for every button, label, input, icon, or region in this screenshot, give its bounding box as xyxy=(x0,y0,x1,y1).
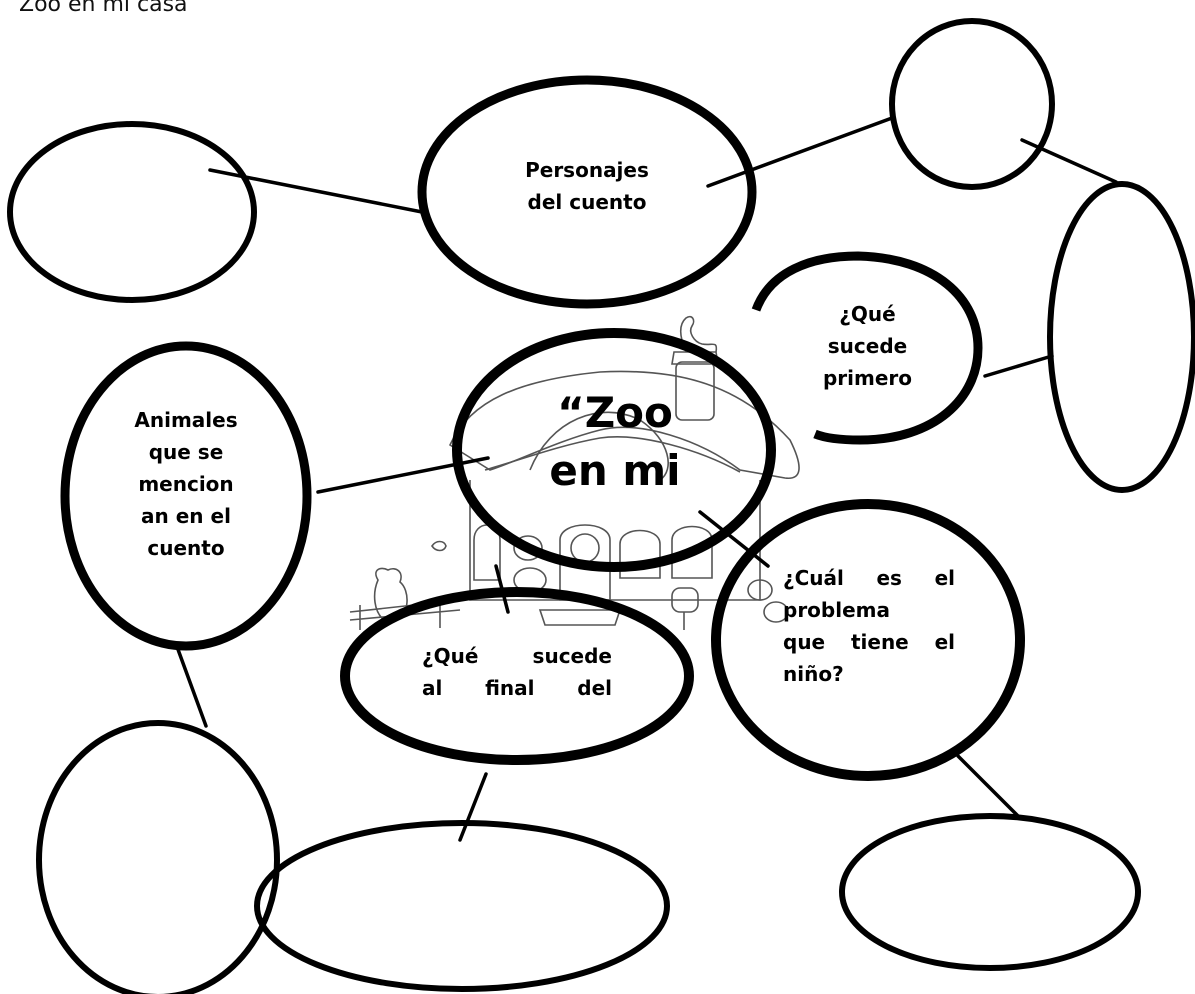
house-roof-edge xyxy=(484,436,741,473)
house-chimney xyxy=(675,361,715,421)
label-personajes: Personajes del cuento xyxy=(497,154,677,218)
swan-sketch xyxy=(679,315,718,353)
bubble-top-left-empty xyxy=(7,121,257,303)
dog-sketch xyxy=(373,567,408,621)
connector-center-problema xyxy=(698,510,770,568)
label-animales-line1: Animales xyxy=(134,408,238,432)
label-final-line2: al final del xyxy=(422,676,612,700)
stone xyxy=(747,579,773,601)
label-animales-line5: cuento xyxy=(147,536,225,560)
bubbles xyxy=(7,18,1195,994)
bubble-bottom-right-empty xyxy=(839,813,1141,971)
bird-sketch xyxy=(431,540,447,552)
house-door xyxy=(559,524,611,601)
bubble-animales xyxy=(60,341,312,651)
label-center-line2: en mi xyxy=(549,446,681,495)
bubble-bottom-middle-empty xyxy=(254,820,670,992)
label-primero-line2: sucede xyxy=(827,334,908,358)
connector-personajes-topright xyxy=(706,116,894,188)
stone xyxy=(513,535,543,561)
label-animales-line2: que se xyxy=(148,440,224,464)
label-animales-line3: mencion xyxy=(138,472,234,496)
label-final-line1: ¿Qué sucede xyxy=(422,644,612,668)
label-problema-line3: que tiene el xyxy=(783,630,955,654)
label-primero-line3: primero xyxy=(822,366,913,390)
bubble-personajes xyxy=(417,75,757,309)
mailbox xyxy=(671,587,699,613)
door-window xyxy=(570,533,600,563)
label-final: ¿Qué sucede al final del xyxy=(422,640,612,704)
bubble-bottom-left-empty xyxy=(36,720,280,994)
label-animales-line4: an en el xyxy=(141,504,231,528)
house-roof xyxy=(448,370,800,479)
bubble-top-right-empty xyxy=(889,18,1055,190)
window-mid xyxy=(619,529,661,579)
bubble-center xyxy=(452,328,776,572)
connector-problema-bottomright xyxy=(956,754,1022,820)
connector-topright-righttall xyxy=(1020,138,1118,184)
label-problema-line1: ¿Cuál es el xyxy=(783,566,955,590)
label-center-title: “Zoo en mi xyxy=(510,384,720,500)
label-problema: ¿Cuál es el problema que tiene el niño? xyxy=(783,562,955,690)
label-primero-line1: ¿Qué xyxy=(839,302,896,326)
label-primero: ¿Qué sucede primero xyxy=(800,298,935,394)
connector-final-bottommid xyxy=(458,772,488,842)
bubble-problema xyxy=(711,499,1025,781)
label-center-line1: “Zoo xyxy=(557,388,673,437)
label-animales: Animales que se mencion an en el cuento xyxy=(106,404,266,564)
house-roof-arch xyxy=(529,411,669,481)
label-personajes-line1: Personajes xyxy=(525,158,649,182)
label-personajes-line2: del cuento xyxy=(527,190,647,214)
connector-animales-bottomleft xyxy=(174,642,208,728)
page-title: “Zoo en mi casa” xyxy=(8,0,199,17)
bubble-final xyxy=(340,587,694,765)
bubble-primero xyxy=(751,251,983,445)
steps xyxy=(538,609,622,626)
label-problema-line4: niño? xyxy=(783,662,844,686)
bubble-right-tall-empty xyxy=(1047,181,1195,493)
connector-primero-righttall xyxy=(983,354,1054,378)
stone xyxy=(763,601,789,623)
label-problema-line2: problema xyxy=(783,598,890,622)
